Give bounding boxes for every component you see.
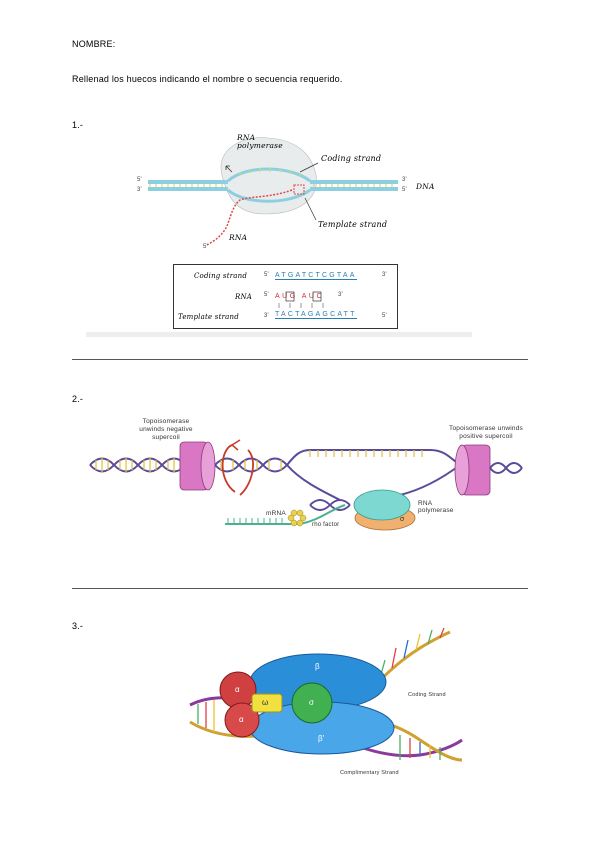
- table-shadow: [86, 332, 472, 337]
- table-rna-5: 5': [264, 292, 269, 298]
- five-prime-rna: 5': [203, 244, 208, 250]
- divider-1: [72, 359, 528, 360]
- table-template-3: 3': [264, 313, 269, 319]
- coding-strand-label: Coding strand: [321, 154, 382, 163]
- table-rna-label: RNA: [235, 293, 253, 301]
- beta-label: β: [315, 662, 320, 671]
- table-rna-seq: AUG AUC: [275, 293, 325, 300]
- table-coding-5: 5': [264, 272, 269, 278]
- sigma-label-3: σ: [309, 698, 315, 707]
- question-3-number: 3.-: [72, 621, 84, 631]
- alpha-label-2: α: [239, 715, 244, 724]
- table-template-label: Template strand: [178, 313, 239, 321]
- question-1-number: 1.-: [72, 120, 84, 130]
- divider-2: [72, 588, 528, 589]
- table-template-seq: TACTAGAGCATT: [275, 311, 357, 319]
- complimentary-strand-label: Complimentary Strand: [340, 770, 399, 776]
- table-coding-seq: ATGATCTCGTAA: [275, 272, 357, 280]
- coding-strand-label-3: Coding Strand: [408, 692, 446, 698]
- topo-left-label: Topoisomerase unwinds negative supercoil: [139, 418, 193, 441]
- rna-label: RNA: [229, 233, 248, 242]
- question-2-number: 2.-: [72, 394, 84, 404]
- omega-label: ω: [262, 698, 269, 707]
- table-coding-label: Coding strand: [194, 272, 248, 280]
- table-template-5: 5': [382, 313, 387, 319]
- sigma-label-2: σ: [400, 516, 405, 523]
- five-prime-right: 5': [402, 187, 407, 193]
- rna-polymerase-label-2: RNA polymerase: [418, 500, 454, 514]
- rna-polymerase-label: RNA polymerase: [237, 133, 283, 150]
- rho-factor-label: rho factor: [312, 522, 340, 528]
- beta-prime-label: β': [318, 734, 325, 743]
- name-label: NOMBRE:: [72, 39, 116, 49]
- alpha-label-1: α: [235, 685, 240, 694]
- mrna-label: mRNA: [266, 510, 286, 517]
- three-prime-bottom: 3': [137, 187, 142, 193]
- topo-right-label: Topoisomerase unwinds positive supercoil: [449, 425, 523, 440]
- dna-label: DNA: [416, 182, 435, 191]
- table-coding-3: 3': [382, 272, 387, 278]
- five-prime-top: 5': [137, 177, 142, 183]
- table-rna-3: 3': [338, 292, 343, 298]
- instructions: Rellenad los huecos indicando el nombre …: [72, 74, 343, 84]
- template-strand-label: Template strand: [318, 220, 388, 229]
- three-prime-top: 3': [402, 177, 407, 183]
